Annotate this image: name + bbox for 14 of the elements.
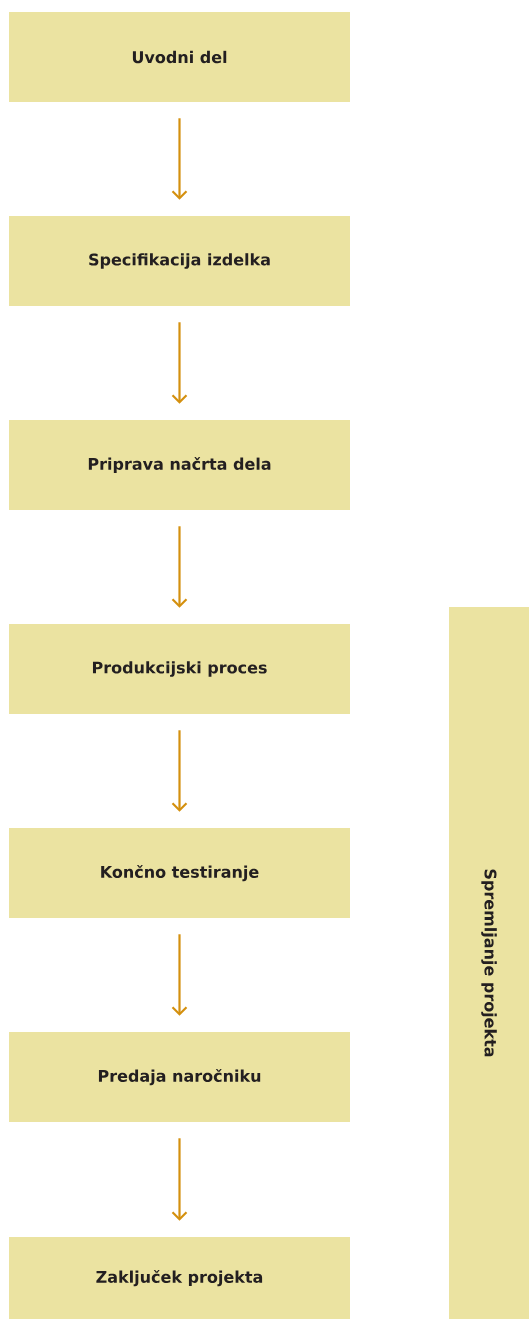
process-box: Uvodni del: [9, 12, 350, 102]
arrow: [171, 322, 188, 404]
arrow: [171, 1138, 188, 1221]
process-box: Končno testiranje: [9, 828, 350, 918]
side-band: Spremljanje projekta: [449, 607, 529, 1319]
arrow: [171, 118, 188, 200]
process-box: Specifikacija izdelka: [9, 216, 350, 306]
arrow: [171, 934, 188, 1016]
arrow: [171, 526, 188, 608]
process-box: Predaja naročniku: [9, 1032, 350, 1122]
process-box: Produkcijski proces: [9, 624, 350, 714]
process-box: Zaključek projekta: [9, 1237, 350, 1319]
process-box: Priprava načrta dela: [9, 420, 350, 510]
arrow: [171, 730, 188, 812]
